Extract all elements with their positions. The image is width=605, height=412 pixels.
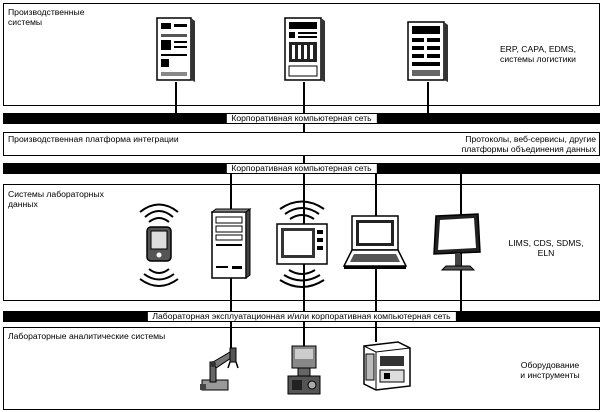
connector-line (427, 82, 429, 114)
flat-monitor-icon (433, 213, 481, 271)
lab-analytic-systems-title: Лабораторные аналитические системы (8, 331, 166, 341)
production-systems-side-label: ERP, CAPA, EDMS, системы логистики (499, 44, 577, 64)
server-cabinet-icon (407, 21, 448, 82)
bus-label: Корпоративная компьютерная сеть (226, 164, 377, 173)
corporate-network-bus-2: Корпоративная компьютерная сеть (3, 163, 600, 174)
server-cabinet-icon (284, 17, 325, 82)
lab-data-systems-title: Системы лабораторных данных (8, 189, 104, 209)
production-systems-title: Производственные системы (8, 7, 85, 27)
connector-line (175, 82, 177, 114)
lab-network-bus: Лабораторная эксплуатационная и/или корп… (3, 311, 600, 322)
connector-line (375, 322, 377, 342)
analyzer-instrument-icon (363, 341, 411, 391)
connector-line (230, 322, 232, 352)
corporate-network-bus-1: Корпоративная компьютерная сеть (3, 113, 600, 124)
laptop-icon (342, 215, 408, 269)
lab-analytic-systems-side-label: Оборудование и инструменты (520, 360, 580, 380)
wireless-monitor-icon (276, 200, 328, 288)
connector-line (303, 124, 305, 134)
balance-instrument-icon (287, 345, 321, 395)
bus-label: Лабораторная эксплуатационная и/или корп… (147, 312, 456, 321)
connector-line (303, 155, 305, 165)
connector-line (303, 82, 305, 114)
integration-platform-side-label: Протоколы, веб-сервисы, другие платформы… (461, 134, 596, 154)
lab-data-systems-side-label: LIMS, CDS, SDMS, ELN (508, 238, 584, 258)
robotic-arm-icon (200, 347, 239, 391)
connector-line (303, 322, 305, 352)
server-cabinet-icon (156, 17, 195, 82)
bus-label: Корпоративная компьютерная сеть (226, 114, 377, 123)
pda-wireless-icon (139, 203, 179, 287)
integration-platform-panel (3, 132, 600, 156)
desktop-tower-icon (210, 208, 252, 279)
integration-platform-title: Производственная платформа интеграции (8, 134, 179, 144)
